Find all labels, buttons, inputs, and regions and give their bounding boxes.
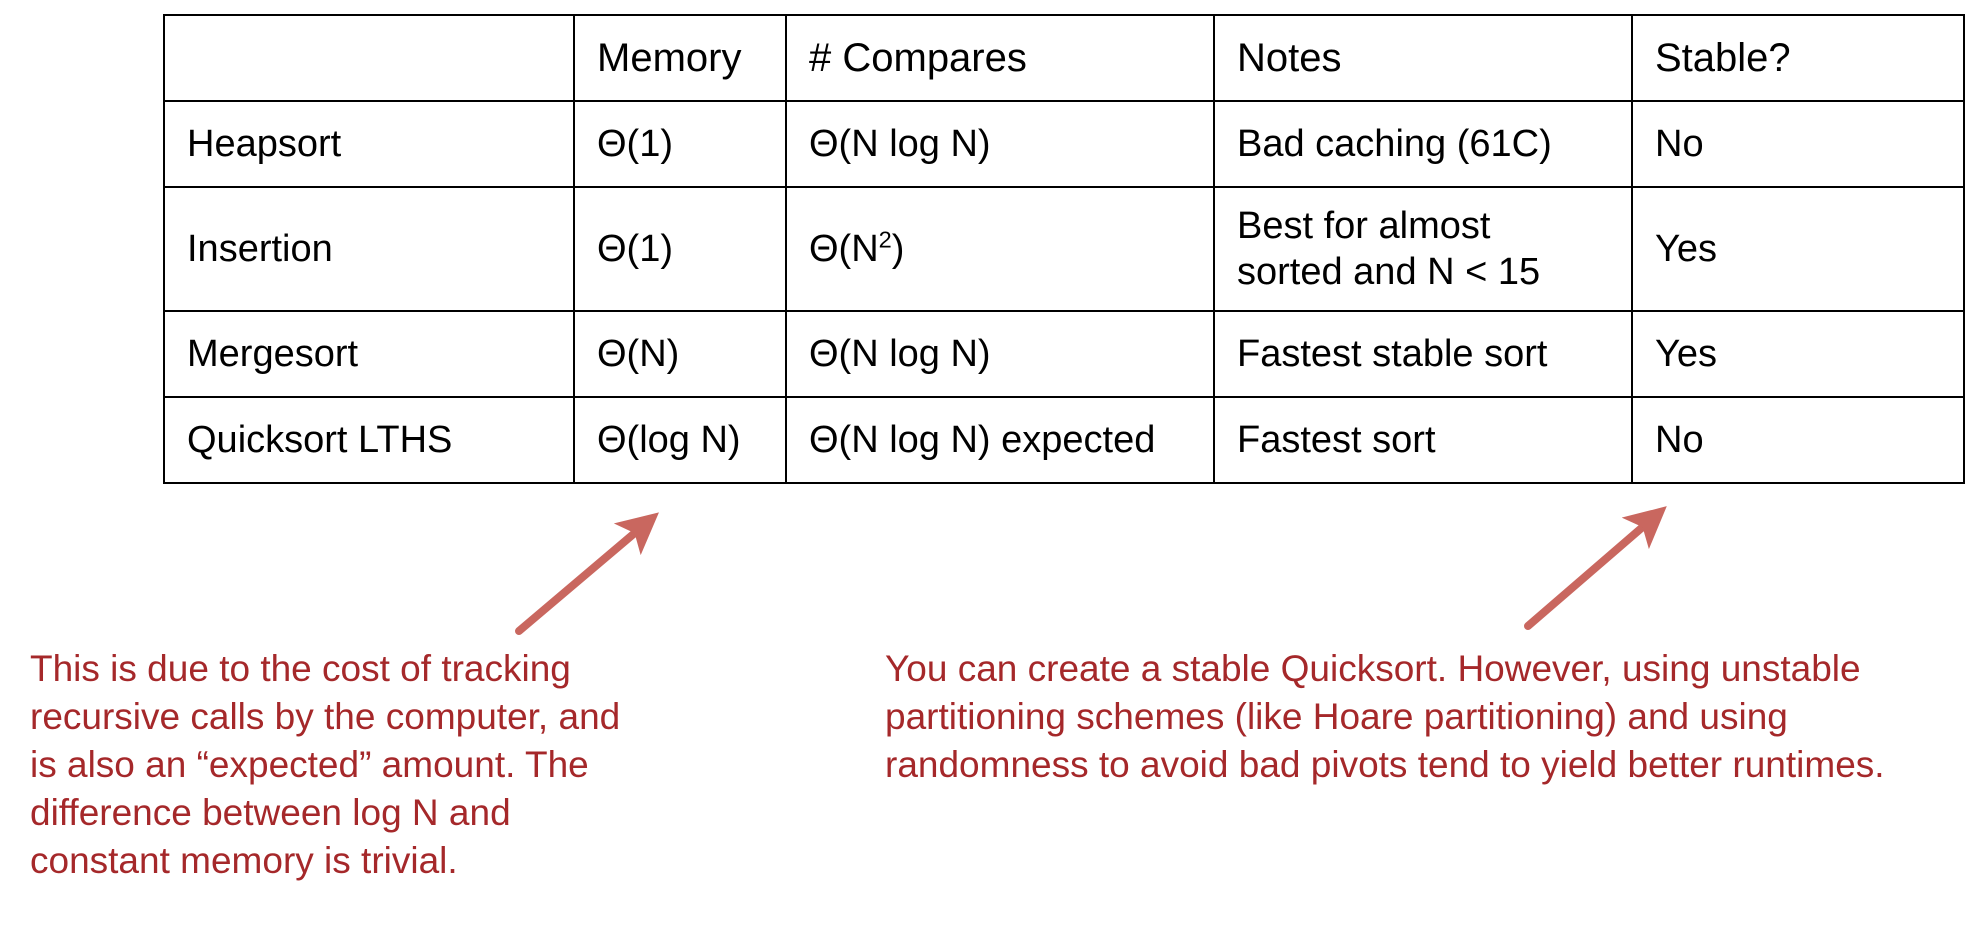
cell-algorithm-insertion: Insertion bbox=[163, 186, 575, 312]
table-row: Mergesort Θ(N) Θ(N log N) Fastest stable… bbox=[163, 310, 1965, 398]
cell-stable-insertion: Yes bbox=[1631, 186, 1965, 312]
cell-memory-insertion: Θ(1) bbox=[573, 186, 787, 312]
cell-memory-quicksort: Θ(log N) bbox=[573, 396, 787, 484]
column-header-stable: Stable? bbox=[1631, 14, 1965, 102]
cell-algorithm-quicksort: Quicksort LTHS bbox=[163, 396, 575, 484]
column-header-notes: Notes bbox=[1213, 14, 1633, 102]
cell-stable-heapsort: No bbox=[1631, 100, 1965, 188]
sorting-comparison-table: Memory # Compares Notes Stable? Heapsort… bbox=[163, 14, 1965, 484]
cell-notes-mergesort: Fastest stable sort bbox=[1213, 310, 1633, 398]
cell-compares-quicksort: Θ(N log N) expected bbox=[785, 396, 1215, 484]
cell-compares-mergesort: Θ(N log N) bbox=[785, 310, 1215, 398]
column-header-algorithm bbox=[163, 14, 575, 102]
cell-algorithm-heapsort: Heapsort bbox=[163, 100, 575, 188]
annotation-memory-note: This is due to the cost of tracking recu… bbox=[30, 648, 621, 882]
compares-exponent: 2 bbox=[878, 226, 892, 253]
cell-compares-heapsort: Θ(N log N) bbox=[785, 100, 1215, 188]
cell-notes-insertion: Best for almost sorted and N < 15 bbox=[1213, 186, 1633, 312]
arrow-to-stable-cell bbox=[1524, 506, 1667, 630]
annotation-stable-note: You can create a stable Quicksort. Howev… bbox=[885, 648, 1885, 786]
cell-notes-heapsort: Bad caching (61C) bbox=[1213, 100, 1633, 188]
cell-notes-quicksort: Fastest sort bbox=[1213, 396, 1633, 484]
arrow-to-memory-cell bbox=[515, 512, 659, 635]
table-header: Memory # Compares Notes Stable? bbox=[163, 14, 1965, 102]
column-header-compares: # Compares bbox=[785, 14, 1215, 102]
table-row: Quicksort LTHS Θ(log N) Θ(N log N) expec… bbox=[163, 396, 1965, 484]
table-header-row: Memory # Compares Notes Stable? bbox=[163, 14, 1965, 102]
cell-memory-heapsort: Θ(1) bbox=[573, 100, 787, 188]
cell-compares-insertion: Θ(N2) bbox=[785, 186, 1215, 312]
table-body: Heapsort Θ(1) Θ(N log N) Bad caching (61… bbox=[163, 100, 1965, 484]
cell-algorithm-mergesort: Mergesort bbox=[163, 310, 575, 398]
cell-stable-mergesort: Yes bbox=[1631, 310, 1965, 398]
cell-memory-mergesort: Θ(N) bbox=[573, 310, 787, 398]
compares-base: Θ(N bbox=[809, 227, 879, 270]
table-row: Heapsort Θ(1) Θ(N log N) Bad caching (61… bbox=[163, 100, 1965, 188]
cell-stable-quicksort: No bbox=[1631, 396, 1965, 484]
sorting-comparison-table-container: Memory # Compares Notes Stable? Heapsort… bbox=[163, 14, 1965, 484]
column-header-memory: Memory bbox=[573, 14, 787, 102]
compares-tail: ) bbox=[891, 227, 905, 270]
table-row: Insertion Θ(1) Θ(N2) Best for almost sor… bbox=[163, 186, 1965, 312]
